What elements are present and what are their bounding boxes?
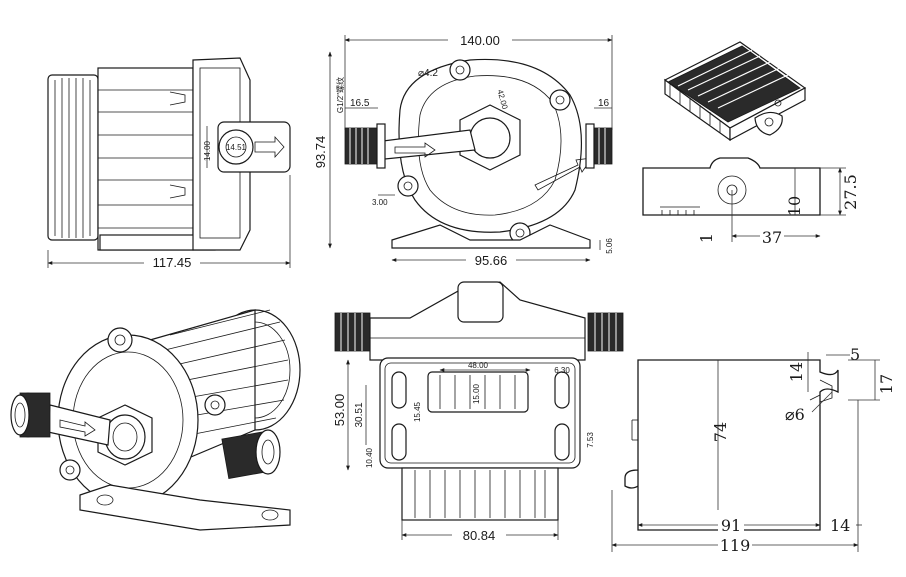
mount-slot-vertical-label: 15.45 xyxy=(413,401,422,422)
plan-total-label: 119 xyxy=(720,536,751,555)
mount-inner-height-label: 15.00 xyxy=(472,383,481,404)
front-view: 140.00 93.74 G1/2"螺纹 ⌀4.2 16.5 xyxy=(313,32,614,268)
front-port-left-label: 16.5 xyxy=(350,98,370,109)
mount-view: 48.00 15.00 6.30 15.45 7.53 53.00 30.51 … xyxy=(332,281,624,543)
plan-top-label: 14 xyxy=(787,362,806,382)
plan-slot-width-label: 5 xyxy=(850,345,860,364)
port-inner-dim-label: 14.51 xyxy=(226,143,247,152)
mount-slot-spacing-label: 30.51 xyxy=(354,402,365,427)
bracket-lip-label: 1 xyxy=(697,233,716,243)
plan-hole-label: ⌀6 xyxy=(785,405,805,424)
mount-slot-width-label: 6.30 xyxy=(554,366,570,375)
front-port-right-label: 16 xyxy=(598,98,610,109)
plan-edge-label: 14 xyxy=(830,516,850,535)
pump-3d-view xyxy=(10,309,301,531)
bracket-side-view: 27.5 10 37 1 xyxy=(642,157,860,247)
port-offset-label: 3.00 xyxy=(372,198,388,207)
thread-label: G1/2"螺纹 xyxy=(335,77,345,113)
bracket-slot-label: 10 xyxy=(785,196,804,216)
mount-height-label: 53.00 xyxy=(332,394,347,427)
port-dim-label: 14.00 xyxy=(203,140,212,161)
front-height-label: 93.74 xyxy=(313,136,328,169)
bracket-width-label: 37 xyxy=(762,228,782,247)
mount-base-width-label: 80.84 xyxy=(463,528,496,543)
base-thick-label: 5.06 xyxy=(605,238,614,254)
plan-height-label: 74 xyxy=(711,422,730,442)
side-view: 14.00 14.51 117.45 xyxy=(47,57,291,270)
bracket-plan-view: 74 5 14 17 ⌀6 91 14 119 xyxy=(611,345,896,555)
mount-offset-label: 10.40 xyxy=(365,447,374,468)
bracket-height-label: 27.5 xyxy=(841,174,860,210)
bracket-3d-view xyxy=(663,41,807,142)
front-base-width-label: 95.66 xyxy=(475,253,508,268)
plan-side-label: 17 xyxy=(877,374,896,394)
plan-inner-label: 91 xyxy=(721,516,741,535)
hole-dim-label: ⌀4.2 xyxy=(418,68,438,79)
mount-inner-width-label: 48.00 xyxy=(468,361,489,370)
front-total-width-label: 140.00 xyxy=(460,33,500,48)
side-width-dim-label: 117.45 xyxy=(153,255,192,270)
mount-small-slot-label: 7.53 xyxy=(586,432,595,448)
